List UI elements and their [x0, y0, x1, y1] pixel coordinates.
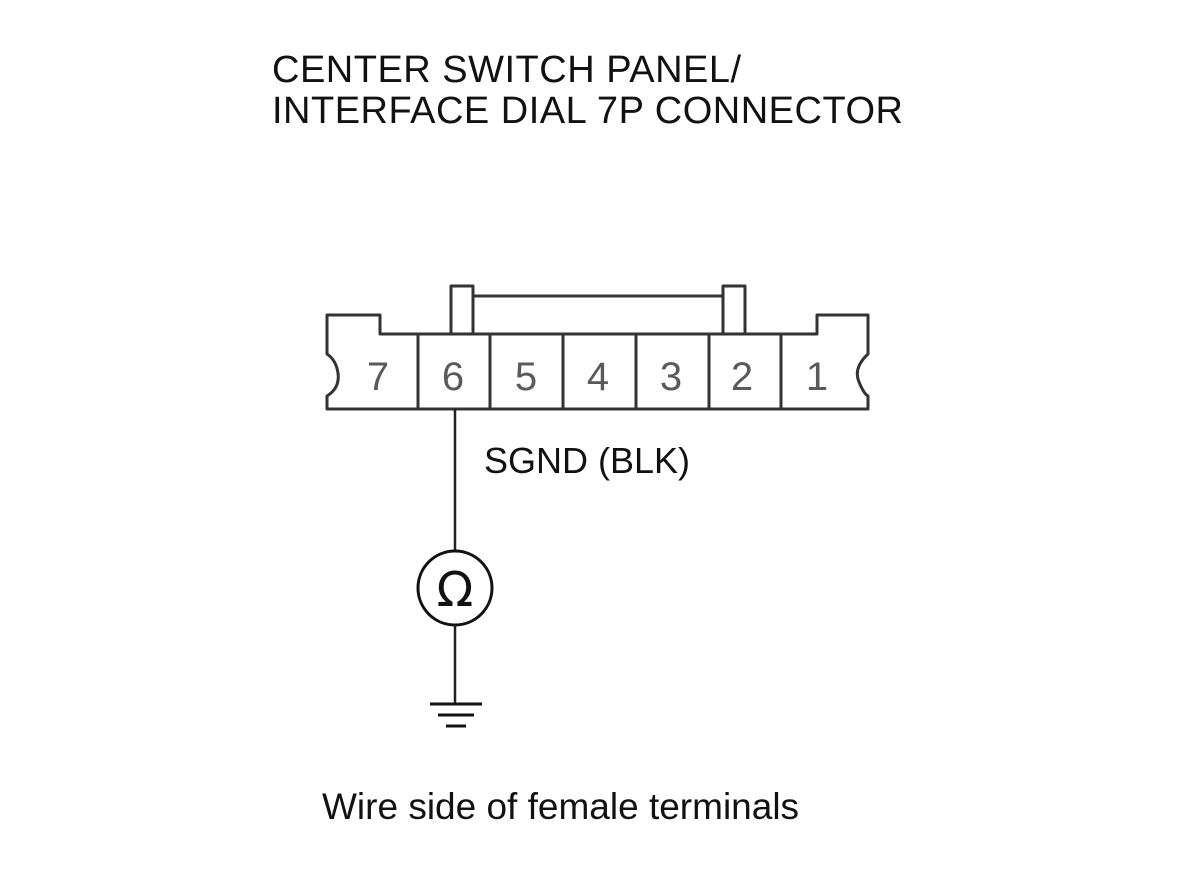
title-line-2: INTERFACE DIAL 7P CONNECTOR: [272, 90, 904, 132]
diagram-title: CENTER SWITCH PANEL/ INTERFACE DIAL 7P C…: [272, 50, 903, 132]
wire-label: SGND (BLK): [484, 440, 691, 481]
title-line-1: CENTER SWITCH PANEL/: [272, 49, 742, 91]
pin-label-5: 5: [515, 355, 537, 399]
ground-icon: [430, 702, 482, 728]
ohm-icon: Ω: [437, 562, 474, 618]
pin-label-1: 1: [806, 355, 828, 399]
pin-label-3: 3: [660, 355, 682, 399]
connector-housing: [325, 284, 870, 411]
connector-lock-tab: [449, 284, 475, 334]
pin-label-7: 7: [367, 355, 389, 399]
pin-label-2: 2: [731, 355, 753, 399]
pin-label-4: 4: [587, 355, 609, 399]
pin-labels: 7 6 5 4 3 2 1: [367, 355, 828, 399]
pin-label-6: 6: [442, 355, 464, 399]
connector-body-outline: [325, 313, 870, 411]
connector-lock-tab-right: [721, 284, 747, 334]
diagram-caption: Wire side of female terminals: [322, 786, 800, 827]
